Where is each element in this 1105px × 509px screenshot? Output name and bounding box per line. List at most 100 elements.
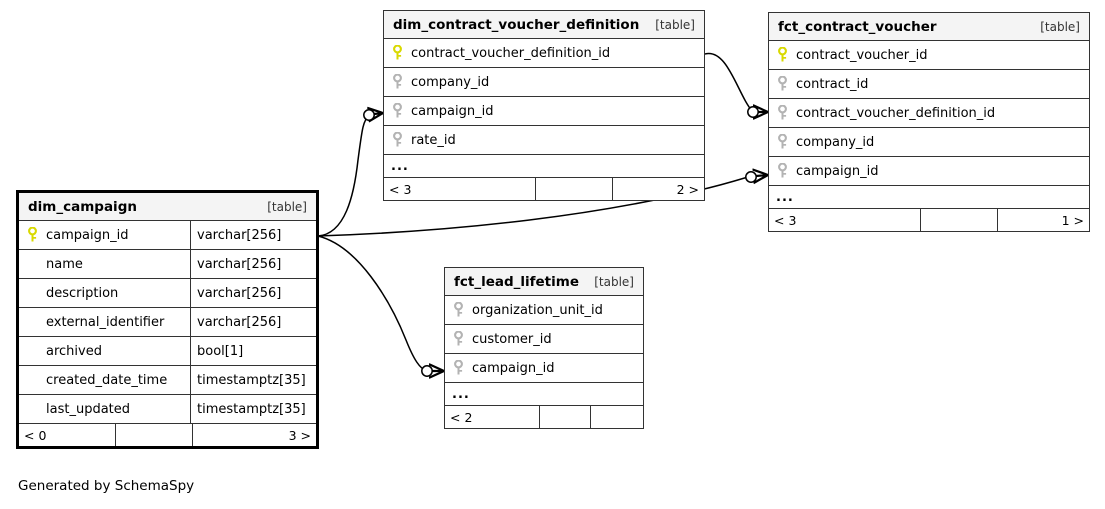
footer-middle xyxy=(116,424,193,446)
edge-dimcampaign-to-dcvd xyxy=(317,110,383,237)
footer-outgoing-count[interactable]: 1 > xyxy=(1061,212,1084,228)
column-name: last_updated xyxy=(46,401,131,417)
column-name: description xyxy=(46,285,119,301)
table-title: fct_lead_lifetime xyxy=(454,273,579,290)
table-row[interactable]: contract_id xyxy=(769,70,1089,99)
column-type: bool[1] xyxy=(190,337,316,365)
table-row[interactable]: campaign_id xyxy=(769,157,1089,186)
footer-middle xyxy=(921,209,998,231)
primary-key-icon xyxy=(778,47,787,62)
table-header: dim_campaign [table] xyxy=(19,193,316,221)
table-row[interactable]: organization_unit_id xyxy=(445,296,643,325)
column-cell: contract_voucher_id xyxy=(769,41,1089,69)
column-name: contract_voucher_id xyxy=(796,47,928,63)
column-cell: campaign_id xyxy=(384,97,704,125)
column-cell: campaign_id xyxy=(445,354,643,382)
column-name: organization_unit_id xyxy=(472,302,603,318)
footer-incoming-count[interactable]: < 3 xyxy=(769,209,921,231)
foreign-key-icon xyxy=(778,105,787,120)
footer-incoming-count[interactable]: < 0 xyxy=(19,424,116,446)
table-row[interactable]: description varchar[256] xyxy=(19,279,316,308)
edge-dcvd-to-fcv xyxy=(704,52,768,117)
column-type: timestamptz[35] xyxy=(190,366,316,394)
table-fct-lead-lifetime[interactable]: fct_lead_lifetime [table] organization_u… xyxy=(444,267,644,429)
foreign-key-icon xyxy=(393,74,402,89)
column-cell: company_id xyxy=(769,128,1089,156)
table-dim-campaign[interactable]: dim_campaign [table] campaign_id varchar… xyxy=(16,190,319,449)
footer-outgoing-count[interactable]: 3 > xyxy=(288,427,311,443)
column-type: timestamptz[35] xyxy=(190,395,316,423)
table-title: dim_contract_voucher_definition xyxy=(393,16,640,33)
foreign-key-icon xyxy=(778,163,787,178)
table-row[interactable]: customer_id xyxy=(445,325,643,354)
column-name: campaign_id xyxy=(411,103,494,119)
column-name: archived xyxy=(46,343,102,359)
column-cell: rate_id xyxy=(384,126,704,154)
column-name: company_id xyxy=(411,74,490,90)
table-footer: < 3 1 > xyxy=(769,209,1089,231)
column-cell: contract_voucher_definition_id xyxy=(769,99,1089,127)
column-cell: contract_id xyxy=(769,70,1089,98)
column-name: contract_id xyxy=(796,76,869,92)
table-type-tag: [table] xyxy=(655,17,695,32)
table-row[interactable]: campaign_id xyxy=(384,97,704,126)
table-type-tag: [table] xyxy=(1040,19,1080,34)
footer-incoming-count[interactable]: < 3 xyxy=(384,178,536,200)
more-columns-indicator: ... xyxy=(445,383,643,406)
footer-middle xyxy=(536,178,613,200)
column-cell: created_date_time xyxy=(19,366,190,394)
table-row[interactable]: created_date_time timestamptz[35] xyxy=(19,366,316,395)
column-cell: campaign_id xyxy=(769,157,1089,185)
table-row[interactable]: name varchar[256] xyxy=(19,250,316,279)
column-cell: company_id xyxy=(384,68,704,96)
table-row[interactable]: rate_id xyxy=(384,126,704,155)
table-row[interactable]: company_id xyxy=(384,68,704,97)
table-row[interactable]: contract_voucher_definition_id xyxy=(384,39,704,68)
column-type: varchar[256] xyxy=(190,279,316,307)
table-fct-contract-voucher[interactable]: fct_contract_voucher [table] contract_vo… xyxy=(768,12,1090,232)
column-cell: customer_id xyxy=(445,325,643,353)
column-name: created_date_time xyxy=(46,372,168,388)
table-row[interactable]: last_updated timestamptz[35] xyxy=(19,395,316,424)
table-row[interactable]: contract_voucher_definition_id xyxy=(769,99,1089,128)
edge-dimcampaign-to-fll xyxy=(317,235,444,376)
column-cell: description xyxy=(19,279,190,307)
column-cell: last_updated xyxy=(19,395,190,423)
table-dim-contract-voucher-definition[interactable]: dim_contract_voucher_definition [table] … xyxy=(383,10,705,201)
table-row[interactable]: campaign_id varchar[256] xyxy=(19,221,316,250)
table-row[interactable]: campaign_id xyxy=(445,354,643,383)
primary-key-icon xyxy=(28,227,37,242)
foreign-key-icon xyxy=(778,76,787,91)
table-footer: < 3 2 > xyxy=(384,178,704,200)
table-footer: < 0 3 > xyxy=(19,424,316,446)
table-title: dim_campaign xyxy=(28,198,137,215)
table-title: fct_contract_voucher xyxy=(778,18,937,35)
table-header: fct_lead_lifetime [table] xyxy=(445,268,643,296)
table-header: fct_contract_voucher [table] xyxy=(769,13,1089,41)
column-cell: organization_unit_id xyxy=(445,296,643,324)
foreign-key-icon xyxy=(778,134,787,149)
table-footer: < 2 xyxy=(445,406,643,428)
footer-outgoing-count[interactable] xyxy=(591,406,643,428)
column-name: external_identifier xyxy=(46,314,165,330)
more-columns-indicator: ... xyxy=(769,186,1089,209)
column-name: contract_voucher_definition_id xyxy=(796,105,996,121)
table-row[interactable]: contract_voucher_id xyxy=(769,41,1089,70)
table-row[interactable]: archived bool[1] xyxy=(19,337,316,366)
foreign-key-icon xyxy=(454,360,463,375)
primary-key-icon xyxy=(393,45,402,60)
generator-caption: Generated by SchemaSpy xyxy=(18,478,195,494)
foreign-key-icon xyxy=(454,331,463,346)
column-cell: campaign_id xyxy=(19,221,190,249)
column-name: company_id xyxy=(796,134,875,150)
column-name: customer_id xyxy=(472,331,552,347)
table-row[interactable]: external_identifier varchar[256] xyxy=(19,308,316,337)
footer-outgoing-count[interactable]: 2 > xyxy=(676,181,699,197)
table-header: dim_contract_voucher_definition [table] xyxy=(384,11,704,39)
table-row[interactable]: company_id xyxy=(769,128,1089,157)
column-name: campaign_id xyxy=(46,227,129,243)
table-type-tag: [table] xyxy=(267,199,307,214)
footer-incoming-count[interactable]: < 2 xyxy=(445,406,540,428)
foreign-key-icon xyxy=(454,302,463,317)
